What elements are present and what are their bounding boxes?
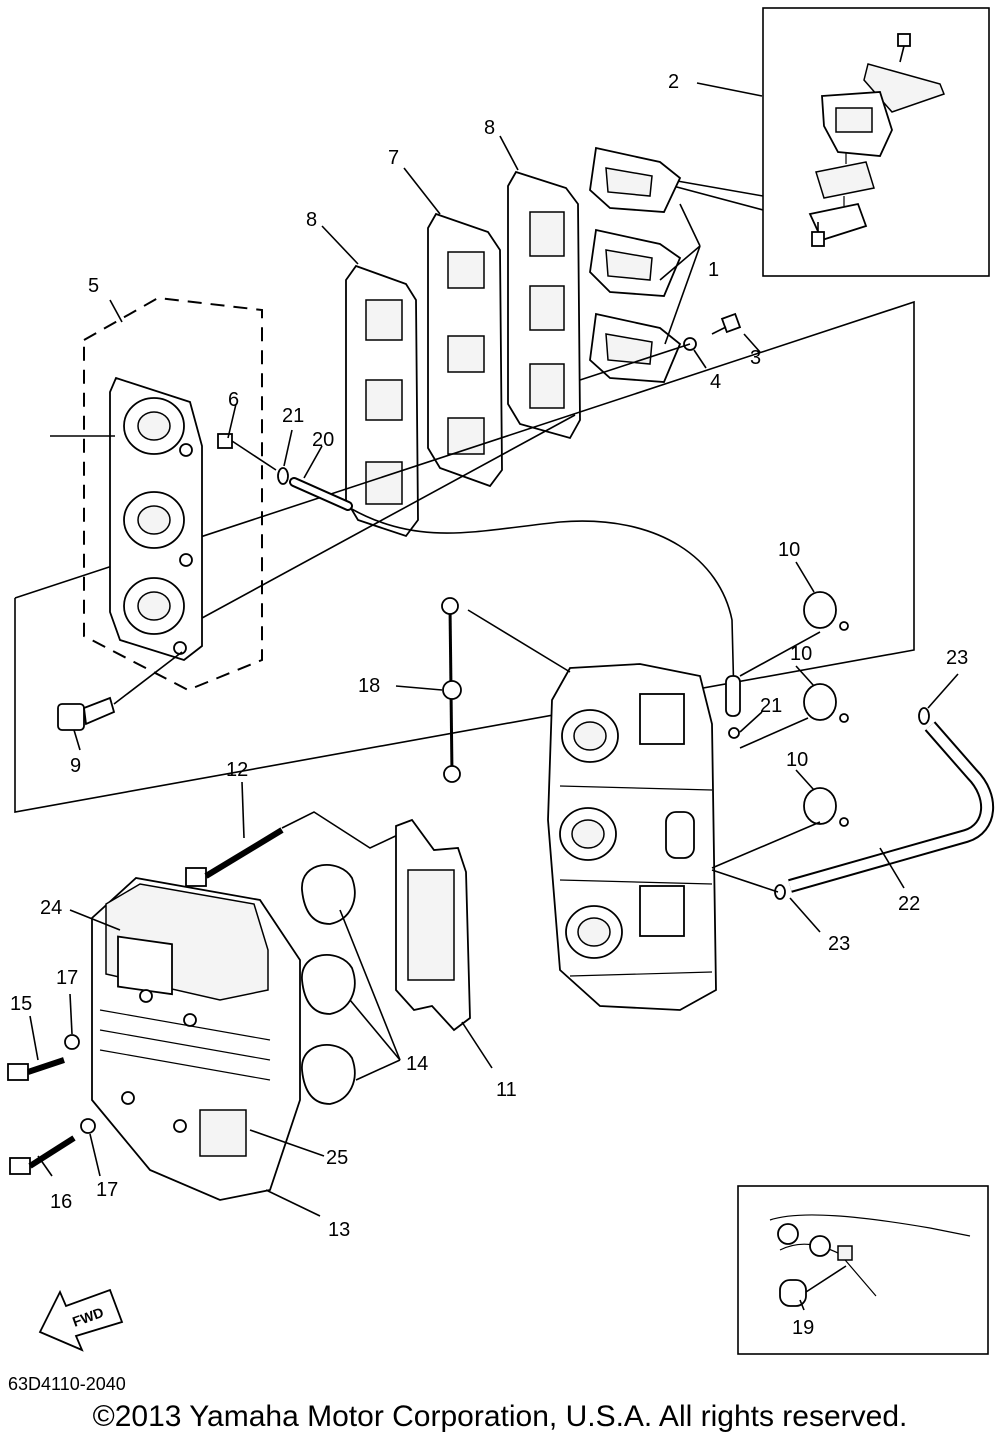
bolt-9 [57, 696, 116, 731]
callout-9: 9 [70, 755, 81, 777]
gasket-8-rear [507, 170, 581, 440]
gasket-11 [395, 818, 471, 1032]
copyright-notice: ©2013 Yamaha Motor Corporation, U.S.A. A… [92, 1400, 908, 1433]
callout-13: 13 [328, 1219, 350, 1241]
intake-manifold-5 [109, 376, 203, 661]
reed-valve-detail-inset [762, 7, 990, 277]
fwd-arrow-icon: FWD [38, 1288, 124, 1352]
callout-11: 11 [496, 1079, 517, 1101]
link-rod-18 [441, 597, 462, 783]
callout-16: 16 [50, 1191, 72, 1213]
o-rings-10 [803, 591, 849, 827]
callout-10-bottom: 10 [786, 749, 808, 771]
callout-22: 22 [898, 893, 920, 915]
callout-17-bottom: 17 [96, 1179, 118, 1201]
bolt-16 [9, 1135, 76, 1175]
gasket-8-front [345, 264, 419, 538]
callout-2: 2 [668, 71, 679, 93]
washer-17-bottom [80, 1118, 96, 1134]
callout-21-right: 21 [760, 695, 782, 717]
callout-8-front: 8 [306, 209, 317, 231]
plug-detail-inset [737, 1185, 989, 1355]
bolt-12 [185, 827, 284, 887]
callout-25: 25 [326, 1147, 348, 1169]
screw-3 [711, 312, 742, 335]
gaskets-14 [301, 864, 356, 1105]
callout-17-top: 17 [56, 967, 78, 989]
callout-24: 24 [40, 897, 62, 919]
callout-23-top: 23 [946, 647, 968, 669]
callout-15: 15 [10, 993, 32, 1015]
callout-5: 5 [88, 275, 99, 297]
pipe-20 [289, 477, 353, 511]
callout-8-rear: 8 [484, 117, 495, 139]
callout-7: 7 [388, 147, 399, 169]
drawing-code: 63D4110-2040 [8, 1374, 126, 1394]
o-ring-21 [277, 467, 289, 485]
callout-23-bottom: 23 [828, 933, 850, 955]
intake-manifold-dashed-outline [83, 296, 263, 692]
callout-1: 1 [708, 259, 719, 281]
callout-18: 18 [358, 675, 380, 697]
callout-21-left: 21 [282, 405, 304, 427]
callout-19: 19 [792, 1317, 814, 1339]
washer-17-top [64, 1034, 80, 1050]
carburetor-assembly [547, 663, 717, 1011]
callout-10-middle: 10 [790, 643, 812, 665]
plate-7 [427, 212, 503, 488]
callout-20: 20 [312, 429, 334, 451]
reed-valve-assemblies [589, 146, 682, 383]
bolt-15 [7, 1057, 65, 1081]
callout-6: 6 [228, 389, 239, 411]
callout-4: 4 [710, 371, 721, 393]
clamp-23-top [918, 707, 930, 725]
callout-3: 3 [750, 347, 761, 369]
o-ring-21-carb [728, 727, 740, 739]
callout-14: 14 [406, 1053, 428, 1075]
screw-6 [217, 433, 277, 471]
callout-10-top: 10 [778, 539, 800, 561]
callout-12: 12 [226, 759, 248, 781]
intake-silencer-13 [91, 877, 301, 1201]
hose-22 [788, 721, 994, 893]
clamp-23-bottom [774, 884, 786, 900]
